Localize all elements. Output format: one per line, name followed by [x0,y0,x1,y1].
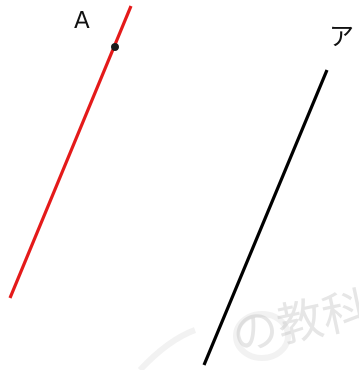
watermark-mark [137,327,197,370]
point-a [111,43,119,51]
black-line-a [202,69,329,366]
line-a-label: ア [329,22,354,51]
point-a-label: A [74,8,90,34]
red-line [8,5,133,299]
watermark-mark [233,311,291,361]
watermark-text: の教科 [227,281,359,363]
